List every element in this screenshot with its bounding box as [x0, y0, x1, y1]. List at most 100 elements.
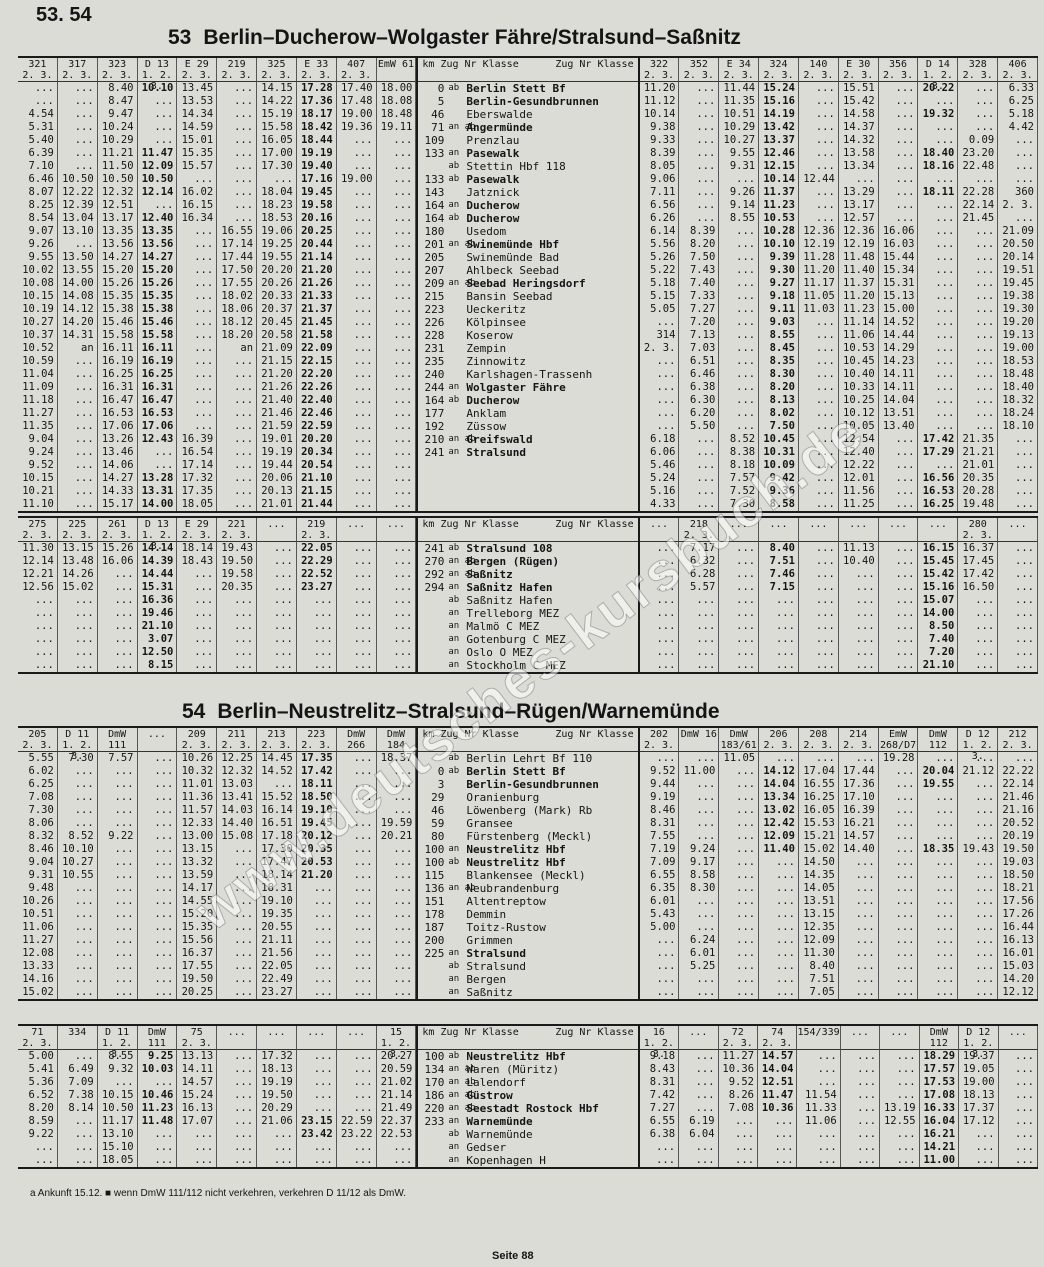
time-cell: 9.26	[18, 238, 58, 251]
time-cell: ...	[58, 791, 98, 804]
time-cell: ...	[377, 472, 417, 485]
time-cell: 8.43	[640, 1063, 680, 1076]
station-km: 151	[424, 895, 445, 908]
time-cell: 17.57	[920, 1063, 960, 1076]
time-cell: ...	[918, 381, 959, 394]
time-cell: ...	[177, 225, 218, 238]
time-cell: ...	[759, 869, 799, 882]
time-cell: 17.35	[177, 485, 218, 498]
time-cell: ...	[257, 633, 297, 646]
time-cell: 14.35	[799, 869, 839, 882]
time-cell: 10.21	[18, 485, 58, 498]
arrival-departure-mark: an	[448, 987, 460, 997]
time-cell: 8.14	[58, 1102, 98, 1115]
time-cell: ...	[640, 633, 680, 646]
time-cell: 13.10	[58, 225, 98, 238]
time-cell: 21.11	[257, 934, 297, 947]
train-column-header: ...	[719, 518, 760, 542]
arrival-departure-mark	[448, 817, 466, 830]
time-cell: 6.55	[640, 1115, 680, 1128]
time-cell: 11.09	[18, 381, 58, 394]
time-cell: ...	[998, 498, 1038, 511]
time-cell: ...	[337, 199, 377, 212]
time-cell: ...	[337, 1089, 377, 1102]
time-cell: 12.51	[98, 199, 138, 212]
time-cell: 9.48	[18, 882, 58, 895]
time-cell: ...	[879, 199, 919, 212]
time-cell: 21.15	[257, 355, 297, 368]
time-cell: ...	[679, 778, 720, 791]
time-cell: ...	[958, 225, 999, 238]
time-cell: 21.10	[138, 620, 178, 633]
time-cell: ...	[998, 620, 1038, 633]
time-cell: 14.40	[217, 817, 258, 830]
time-cell: ...	[679, 973, 720, 986]
time-cell: 7.19	[640, 843, 680, 856]
time-cell: 6.46	[18, 173, 58, 186]
time-cell: ...	[679, 134, 720, 147]
time-cell: ...	[719, 934, 760, 947]
time-cell: 20.19	[998, 830, 1038, 843]
time-cell: ...	[337, 1063, 377, 1076]
time-cell: ...	[58, 160, 98, 173]
time-cell: 4.42	[998, 121, 1038, 134]
time-cell: 11.48	[138, 1115, 178, 1128]
time-cell: 9.04	[18, 856, 58, 869]
time-cell: 14.00	[58, 277, 98, 290]
time-cell: ...	[217, 355, 258, 368]
time-cell: 20.25	[297, 225, 337, 238]
time-cell: 20.16	[297, 212, 337, 225]
time-cell: 20.28	[958, 485, 999, 498]
time-cell: ...	[958, 277, 999, 290]
time-cell: 9.18	[759, 290, 799, 303]
time-cell: ...	[98, 856, 138, 869]
time-cell: 10.26	[18, 895, 58, 908]
time-cell: ...	[719, 659, 760, 672]
time-cell: 17.56	[998, 895, 1038, 908]
time-cell: ...	[98, 817, 138, 830]
time-cell: 15.26	[98, 277, 138, 290]
time-cell: 20.22	[918, 82, 959, 95]
time-cell: ...	[839, 659, 879, 672]
time-cell: ...	[337, 186, 377, 199]
time-cell: 7.09	[58, 1076, 98, 1089]
time-cell: 6.32	[679, 555, 720, 568]
time-cell: 17.12	[959, 1115, 999, 1128]
time-cell: 12.15	[759, 160, 799, 173]
time-cell: ...	[719, 778, 760, 791]
time-cell: 19.37	[959, 1050, 999, 1063]
time-cell: 10.29	[719, 121, 760, 134]
station-km: 228	[424, 329, 445, 342]
time-cell: ...	[879, 186, 919, 199]
time-cell: ...	[98, 791, 138, 804]
station-km	[418, 620, 448, 633]
time-cell: ...	[337, 316, 377, 329]
time-cell: 6.38	[640, 1128, 680, 1141]
station-name: Ueckeritz	[466, 303, 526, 316]
station-name: Stettin Hbf 118	[466, 160, 566, 173]
time-cell: ...	[58, 804, 98, 817]
time-cell: ...	[799, 329, 839, 342]
time-cell: 9.22	[98, 830, 138, 843]
time-cell: 7.57	[98, 752, 138, 765]
time-cell: ...	[337, 934, 377, 947]
time-cell: 13.02	[759, 804, 799, 817]
time-cell: ...	[58, 433, 98, 446]
time-cell: ...	[377, 869, 417, 882]
station-km: 164	[424, 212, 445, 225]
time-cell: 16.33	[920, 1102, 960, 1115]
time-cell: 21.12	[958, 765, 999, 778]
time-cell: 9.38	[640, 121, 680, 134]
time-cell: ...	[18, 594, 58, 607]
station-name: Swinemünde Hbf	[466, 238, 560, 251]
time-cell: 19.06	[257, 225, 297, 238]
time-cell: 22.14	[998, 778, 1038, 791]
time-cell: 8.50	[918, 620, 959, 633]
time-cell: 5.56	[640, 238, 680, 251]
time-cell: ...	[297, 1076, 337, 1089]
train-column-header: 221 2. 3.	[217, 518, 258, 542]
train-column-header: E 30 2. 3.	[838, 58, 879, 82]
